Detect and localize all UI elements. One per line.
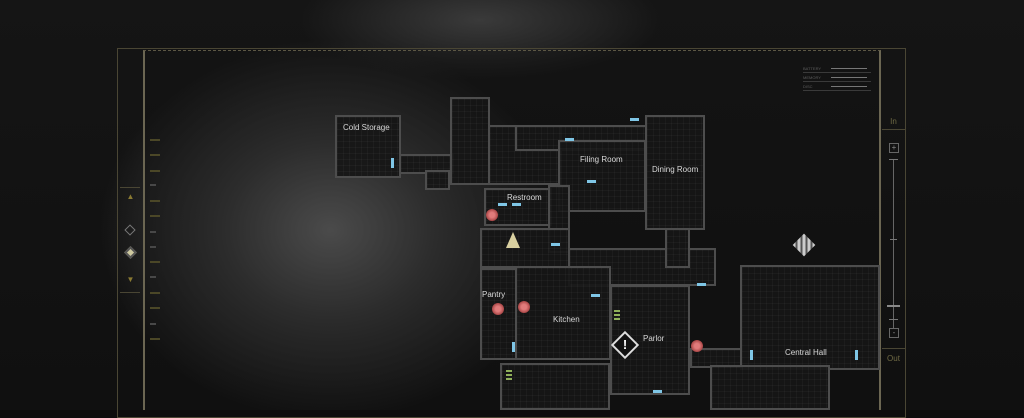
- scale-tick: [150, 276, 156, 278]
- battery-stat: BATTERY: [803, 64, 871, 73]
- scale-tick: [150, 323, 156, 325]
- red-herb-icon[interactable]: [486, 209, 498, 221]
- red-herb-icon[interactable]: [518, 301, 530, 313]
- zoom-slider[interactable]: [887, 159, 900, 329]
- scale-tick: [150, 307, 160, 309]
- door-marker: [565, 138, 574, 141]
- scale-tick: [150, 200, 160, 202]
- alert-marker-text: !: [622, 337, 628, 352]
- door-marker: [697, 283, 706, 286]
- room-filing-room[interactable]: [558, 140, 646, 212]
- red-herb-icon[interactable]: [691, 340, 703, 352]
- red-herb-icon[interactable]: [492, 303, 504, 315]
- room-south-east[interactable]: [710, 365, 830, 410]
- green-herb-icon[interactable]: [614, 310, 620, 322]
- floor-up-button[interactable]: ▲: [126, 192, 135, 201]
- door-marker: [653, 390, 662, 393]
- floor-nav-panel: ▲ ▼: [118, 49, 143, 410]
- door-marker: [591, 294, 600, 297]
- room-hall-west[interactable]: [480, 228, 570, 268]
- scale-tick: [150, 231, 156, 233]
- door-marker: [498, 203, 507, 206]
- memory-stat: MEMORY: [803, 73, 871, 82]
- floor-down-button[interactable]: ▼: [126, 275, 135, 284]
- door-marker: [630, 118, 639, 121]
- label-dining-room: Dining Room: [652, 165, 699, 174]
- scale-tick: [150, 261, 160, 263]
- corridor: [425, 170, 450, 190]
- zoom-minus-button[interactable]: -: [889, 328, 899, 338]
- scale-tick: [150, 139, 160, 141]
- room-cold-storage[interactable]: [335, 115, 401, 178]
- current-floor-diamond-icon[interactable]: [124, 246, 137, 259]
- label-parlor: Parlor: [643, 334, 665, 343]
- door-marker: [587, 180, 596, 183]
- green-herb-icon[interactable]: [506, 370, 512, 382]
- floor-diamond-icon[interactable]: [124, 224, 136, 236]
- door-marker: [750, 350, 753, 360]
- zoom-panel: In + - Out: [882, 49, 905, 410]
- door-marker: [512, 203, 521, 206]
- corridor: [665, 228, 690, 268]
- label-central-hall: Central Hall: [785, 348, 827, 357]
- label-restroom: Restroom: [507, 193, 542, 202]
- disc-stat: DISC: [803, 82, 871, 91]
- door-marker: [391, 158, 394, 168]
- label-filing-room: Filing Room: [580, 155, 623, 164]
- zoom-slider-handle[interactable]: [887, 305, 900, 307]
- room-south-west[interactable]: [500, 363, 610, 410]
- player-arrow-icon: [506, 232, 520, 248]
- label-cold-storage: Cold Storage: [343, 123, 390, 132]
- door-marker: [551, 243, 560, 246]
- label-kitchen: Kitchen: [553, 315, 580, 324]
- room-kitchen[interactable]: [515, 266, 611, 360]
- scale-tick: [150, 246, 156, 248]
- zoom-out-label[interactable]: Out: [882, 348, 905, 363]
- zoom-plus-button[interactable]: +: [889, 143, 899, 153]
- scale-tick: [150, 154, 160, 156]
- corridor: [399, 154, 454, 174]
- scale-tick: [150, 170, 160, 172]
- label-pantry: Pantry: [482, 290, 506, 299]
- scale-tick: [150, 292, 160, 294]
- room-tower[interactable]: [450, 97, 490, 185]
- scale-tick: [150, 184, 156, 186]
- door-marker: [855, 350, 858, 360]
- door-marker: [512, 342, 515, 352]
- scale-tick: [150, 215, 160, 217]
- scale-tick: [150, 338, 160, 340]
- zoom-in-label[interactable]: In: [882, 117, 905, 130]
